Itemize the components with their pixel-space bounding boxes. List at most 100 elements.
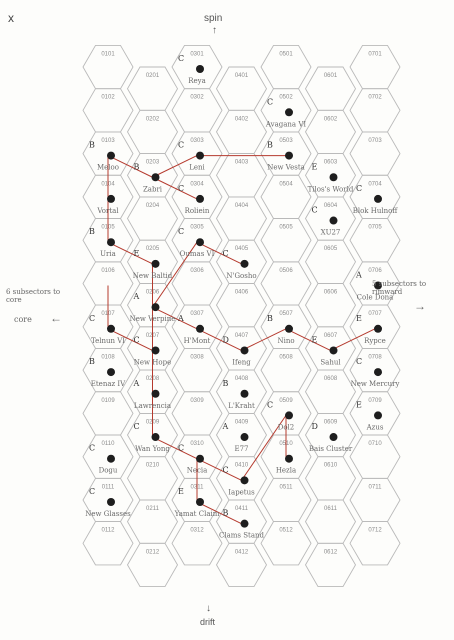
hex-code-label: 0601 bbox=[324, 73, 338, 79]
hex-code-label: 0402 bbox=[235, 116, 249, 122]
hex-code-label: 0409 bbox=[235, 419, 249, 425]
world-name: New Baltid bbox=[133, 272, 173, 280]
world-dot bbox=[240, 519, 249, 528]
hex-code-label: 0704 bbox=[368, 181, 382, 187]
world-name: New Mercury bbox=[351, 380, 400, 388]
hex-code-label: 0507 bbox=[279, 311, 293, 317]
rimward-arrow-icon: → bbox=[414, 299, 426, 313]
world-name: N'Gosho bbox=[226, 272, 256, 280]
world-name: Sahul bbox=[320, 358, 341, 366]
hex-code-label: 0705 bbox=[368, 225, 382, 231]
hex-code-label: 0706 bbox=[368, 268, 382, 274]
world-name: Lawrencia bbox=[134, 402, 171, 410]
spin-label: spin bbox=[204, 13, 223, 24]
starport-class: C bbox=[223, 465, 229, 474]
starport-class: A bbox=[355, 271, 362, 280]
world-marker[interactable]: Vortal bbox=[96, 194, 119, 215]
world-dot bbox=[240, 389, 249, 398]
hex-code-label: 0204 bbox=[146, 203, 160, 209]
starport-class: C bbox=[267, 400, 273, 409]
world-name: XU27 bbox=[321, 229, 341, 237]
hex-code-label: 0106 bbox=[101, 268, 115, 274]
world-dot bbox=[374, 368, 382, 377]
hex-code-label: 0602 bbox=[324, 116, 338, 122]
hex-code-label: 0110 bbox=[102, 441, 116, 447]
trade-route-line bbox=[285, 328, 331, 351]
spin-arrow-icon: ↑ bbox=[212, 25, 217, 36]
starport-class: C bbox=[178, 184, 184, 193]
hex-code-label: 0112 bbox=[102, 528, 116, 534]
world-dot bbox=[151, 346, 160, 355]
trade-route-line bbox=[241, 415, 287, 481]
trade-route-line bbox=[196, 458, 242, 481]
world-marker[interactable]: Hezla bbox=[276, 454, 296, 475]
hex-code-label: 0109 bbox=[101, 398, 115, 404]
hex-code-label: 0303 bbox=[190, 138, 204, 144]
hex-code-label: 0211 bbox=[146, 506, 160, 512]
starport-class: C bbox=[89, 314, 95, 323]
hex-cell bbox=[126, 542, 179, 588]
world-dot bbox=[285, 324, 293, 333]
hex-code-label: 0411 bbox=[235, 506, 249, 512]
hex-code-label: 0607 bbox=[324, 333, 338, 339]
world-name: Hezla bbox=[276, 467, 296, 475]
world-name: H'Mont bbox=[184, 337, 211, 345]
world-dot bbox=[374, 411, 382, 420]
starport-class: B bbox=[267, 141, 273, 150]
hex-code-label: 0307 bbox=[190, 311, 204, 317]
hex-code-label: 0710 bbox=[368, 441, 382, 447]
trade-route-line bbox=[330, 328, 376, 351]
hex-code-label: 0201 bbox=[146, 73, 160, 79]
world-marker[interactable]: AH'Mont bbox=[177, 314, 211, 345]
world-name: Yamat Claim bbox=[174, 510, 220, 518]
trade-route-line bbox=[152, 436, 198, 460]
world-marker[interactable]: CN'Gosho bbox=[223, 249, 257, 280]
hex-code-label: 0407 bbox=[235, 333, 249, 339]
hex-code-label: 0401 bbox=[235, 73, 249, 79]
starport-class: C bbox=[178, 54, 184, 63]
world-dot bbox=[374, 324, 382, 333]
hex-code-label: 0711 bbox=[369, 484, 383, 490]
hex-code-label: 0605 bbox=[324, 246, 338, 252]
world-dot bbox=[107, 194, 115, 203]
world-marker[interactable]: BL'Kraht bbox=[223, 379, 256, 410]
hex-code-label: 0403 bbox=[235, 160, 249, 166]
hex-cell bbox=[171, 521, 223, 566]
